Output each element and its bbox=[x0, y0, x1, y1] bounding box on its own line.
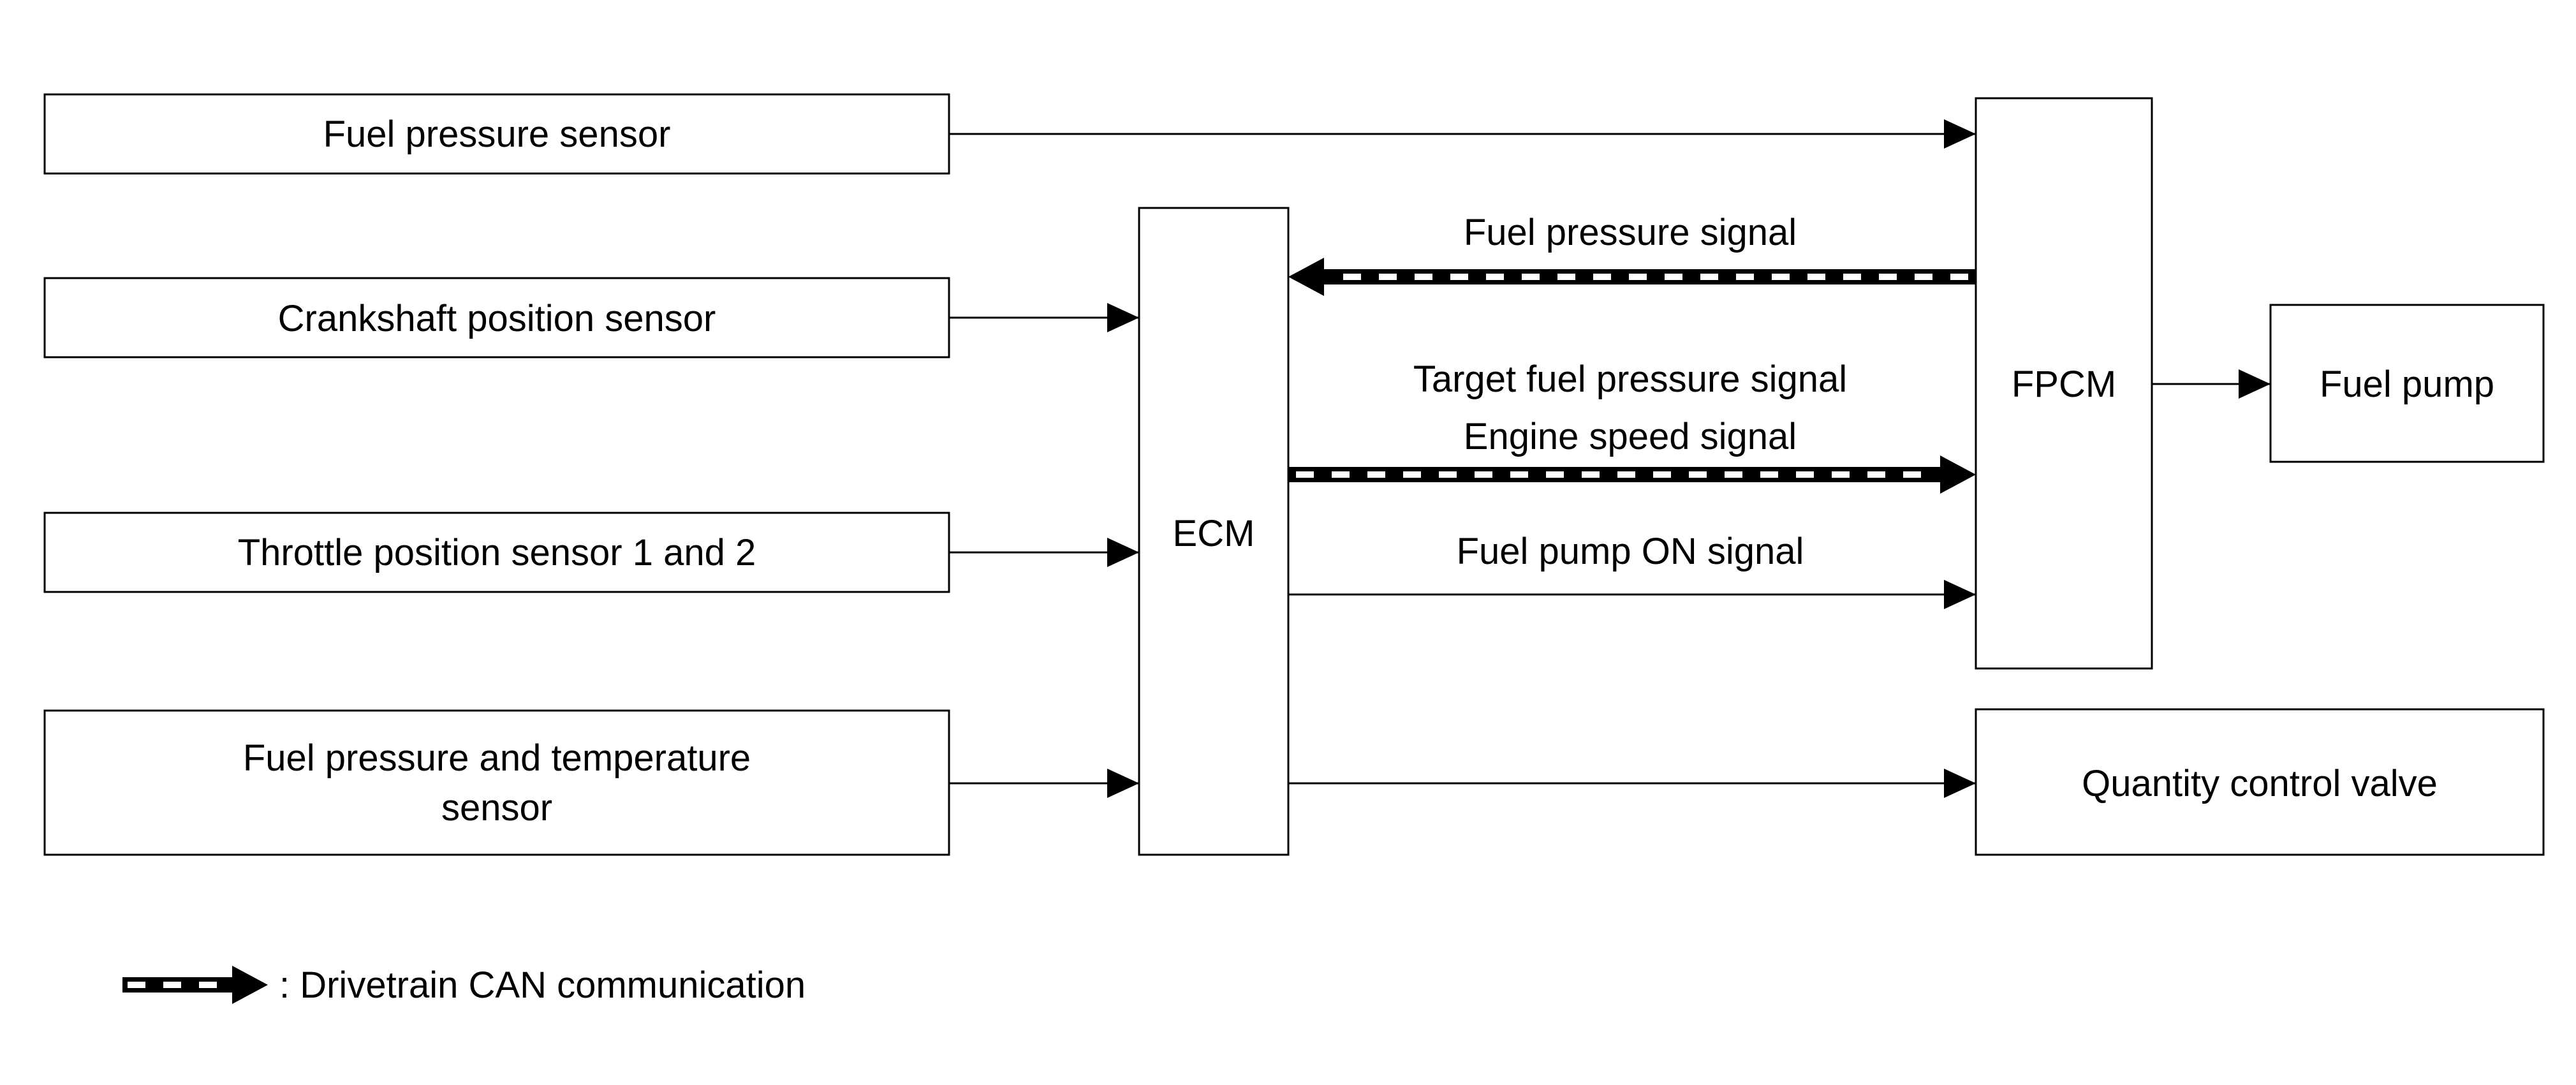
fpcm-block: FPCM bbox=[1975, 97, 2153, 670]
can-legend-arrow-icon bbox=[122, 966, 268, 1004]
fuel-pump-block: Fuel pump bbox=[2269, 304, 2545, 463]
crankshaft-position-sensor-label: Crankshaft position sensor bbox=[278, 298, 716, 339]
target-fuel-pressure-signal-label: Target fuel pressure signal bbox=[1413, 358, 1847, 400]
fuel-pressure-signal-label: Fuel pressure signal bbox=[1464, 212, 1797, 253]
engine-speed-signal-label: Engine speed signal bbox=[1464, 416, 1797, 457]
legend: : Drivetrain CAN communication bbox=[122, 964, 806, 1006]
fuel-pressure-temperature-sensor-label-line1: Fuel pressure and temperature bbox=[243, 737, 751, 779]
quantity-control-valve-label: Quantity control valve bbox=[2082, 763, 2438, 804]
crankshaft-position-sensor-block: Crankshaft position sensor bbox=[43, 277, 950, 358]
can-legend-label: : Drivetrain CAN communication bbox=[279, 964, 806, 1006]
fuel-pump-label: Fuel pump bbox=[2320, 364, 2494, 405]
throttle-position-sensor-label: Throttle position sensor 1 and 2 bbox=[238, 532, 756, 573]
target-fuel-pressure-can-arrow bbox=[1288, 455, 1976, 494]
throttle-position-sensor-block: Throttle position sensor 1 and 2 bbox=[43, 512, 950, 593]
fuel-pressure-temperature-sensor-label-line2: sensor bbox=[441, 787, 552, 829]
fuel-pump-on-signal-label: Fuel pump ON signal bbox=[1457, 531, 1804, 572]
fuel-pressure-temperature-sensor-block: Fuel pressure and temperature sensor bbox=[43, 709, 950, 856]
fuel-pressure-sensor-label: Fuel pressure sensor bbox=[323, 114, 671, 155]
ecm-block: ECM bbox=[1138, 207, 1290, 856]
quantity-control-valve-block: Quantity control valve bbox=[1975, 708, 2545, 856]
fuel-pressure-signal-can-arrow bbox=[1288, 258, 1976, 296]
fuel-pressure-sensor-block: Fuel pressure sensor bbox=[43, 93, 950, 175]
fpcm-label: FPCM bbox=[2012, 364, 2116, 405]
ecm-label: ECM bbox=[1173, 513, 1255, 554]
